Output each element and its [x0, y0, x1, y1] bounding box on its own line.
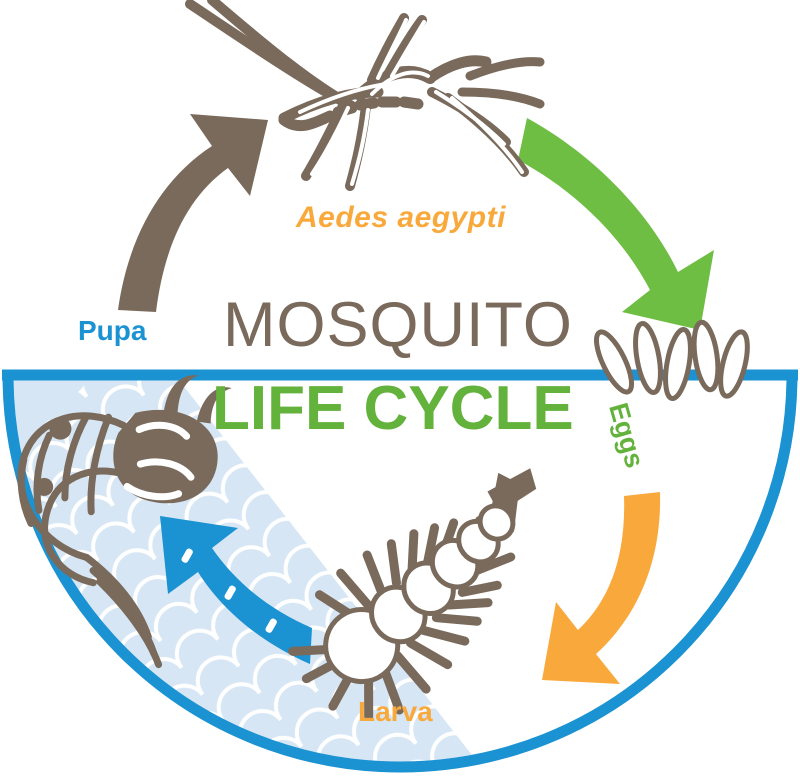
- pupa-trumpet-right: [196, 387, 232, 424]
- species-label: Aedes aegypti: [296, 201, 506, 234]
- arrow-eggs-to-larva: [542, 492, 661, 684]
- pupa-eye-lower: [35, 477, 54, 496]
- arrow-pupa-to-adult: [118, 114, 268, 312]
- pupa-trumpet-left: [163, 375, 200, 415]
- pupa-highlights: [123, 421, 195, 501]
- larva-illustration: [288, 468, 537, 721]
- arrow-adult-to-eggs: [518, 118, 714, 330]
- larva-tailfin: [487, 468, 537, 513]
- larva-body: [323, 503, 516, 685]
- page-subtitle: LIFE CYCLE: [212, 374, 574, 443]
- stage-label-larva: Larva: [358, 696, 433, 727]
- page-title: MOSQUITO: [223, 290, 573, 360]
- eggs-illustration: [593, 319, 750, 402]
- arrow-larva-to-pupa: [160, 516, 312, 664]
- stage-label-pupa: Pupa: [78, 315, 147, 346]
- pupa-eye-upper: [49, 417, 72, 440]
- blue-arrow-highlights: [181, 548, 277, 633]
- pupa-abdomen: [17, 412, 163, 669]
- adult-mosquito-illustration: [185, 0, 545, 191]
- pupa-illustration: [17, 375, 232, 669]
- mosquito-highlights: [298, 18, 524, 186]
